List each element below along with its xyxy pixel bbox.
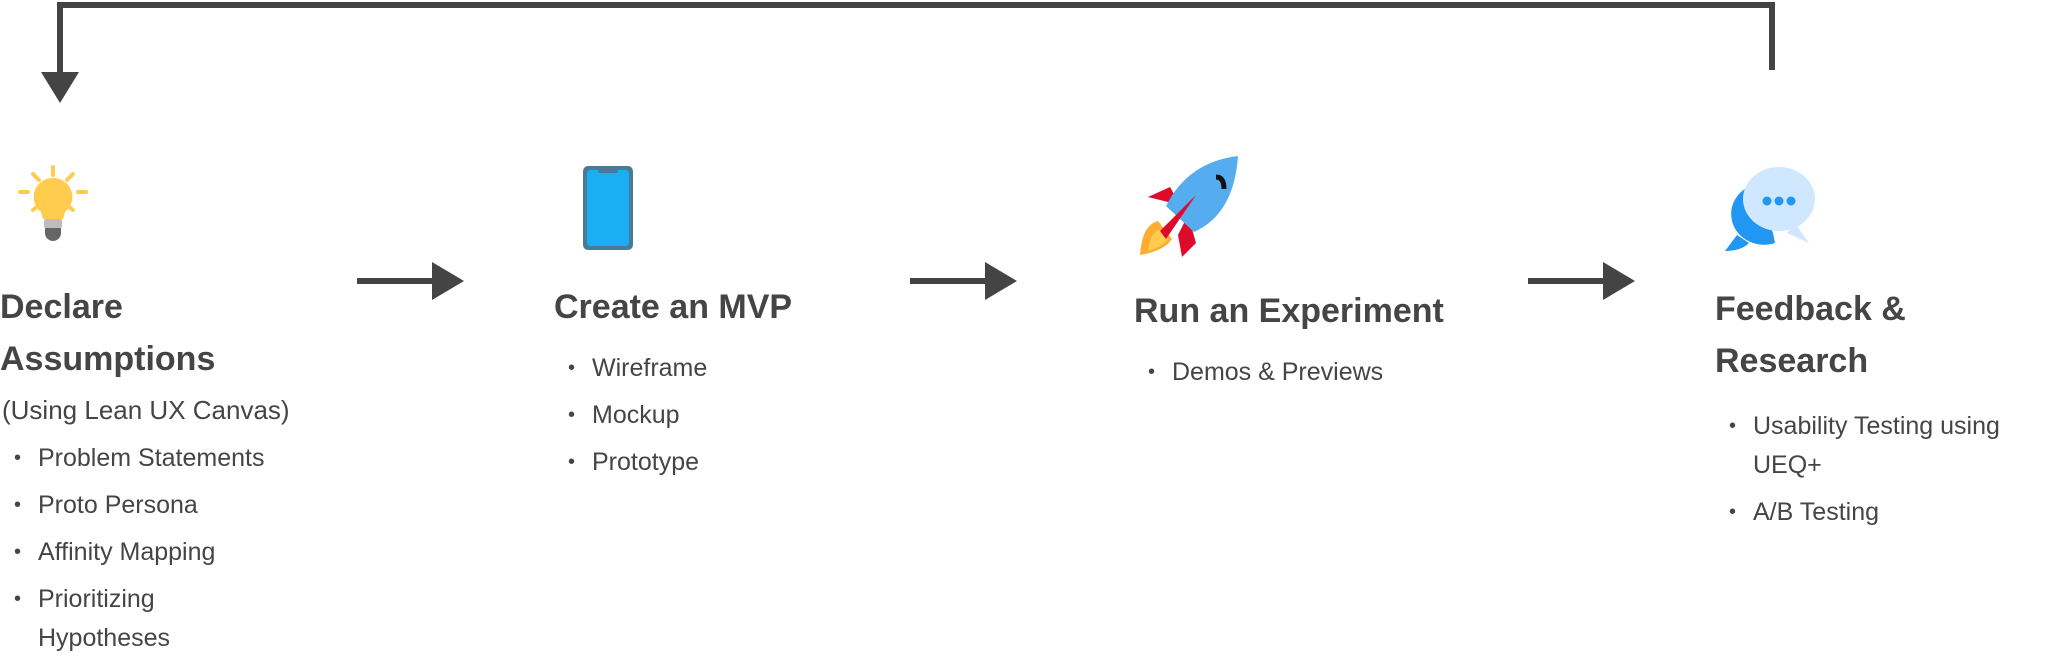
rocket-icon [1140, 156, 1238, 257]
list-item: Prototype [554, 443, 792, 482]
arrow-right-2 [910, 262, 1017, 300]
chat-bubbles-icon [1725, 167, 1815, 251]
lightbulb-icon [18, 165, 88, 241]
step-declare-assumptions: Declare Assumptions (Using Lean UX Canva… [0, 165, 290, 666]
step-title: Create an MVP [554, 288, 793, 326]
arrow-right-3 [1528, 262, 1635, 300]
step-title: Research [1715, 342, 1869, 380]
list-item: Problem Statements [0, 439, 290, 478]
arrow-right-1 [357, 262, 464, 300]
step-subtitle: (Using Lean UX Canvas) [2, 395, 290, 425]
list-item: Demos & Previews [1134, 353, 1444, 392]
step-title: Declare [0, 288, 123, 326]
list-item: Affinity Mapping [0, 533, 290, 572]
list-item: Mockup [554, 396, 792, 435]
step-title: Run an Experiment [1134, 292, 1444, 330]
list-item: A/B Testing [1715, 493, 2035, 532]
step-create-mvp: Create an MVP Wireframe Mockup Prototype [554, 165, 792, 490]
list-item: Proto Persona [0, 486, 290, 525]
list-item: Prioritizing Hypotheses [0, 580, 198, 658]
list-item: Usability Testing using UEQ+ [1715, 407, 2035, 485]
step-feedback-research: Feedback & Research Usability Testing us… [1715, 165, 2035, 540]
step-title: Assumptions [0, 340, 216, 378]
list-item: Wireframe [554, 349, 792, 388]
step-run-experiment: Run an Experiment Demos & Previews [1134, 155, 1444, 400]
step-title: Feedback & [1715, 290, 1906, 328]
feedback-loop-arrow [41, 2, 1775, 103]
smartphone-icon [583, 166, 633, 250]
